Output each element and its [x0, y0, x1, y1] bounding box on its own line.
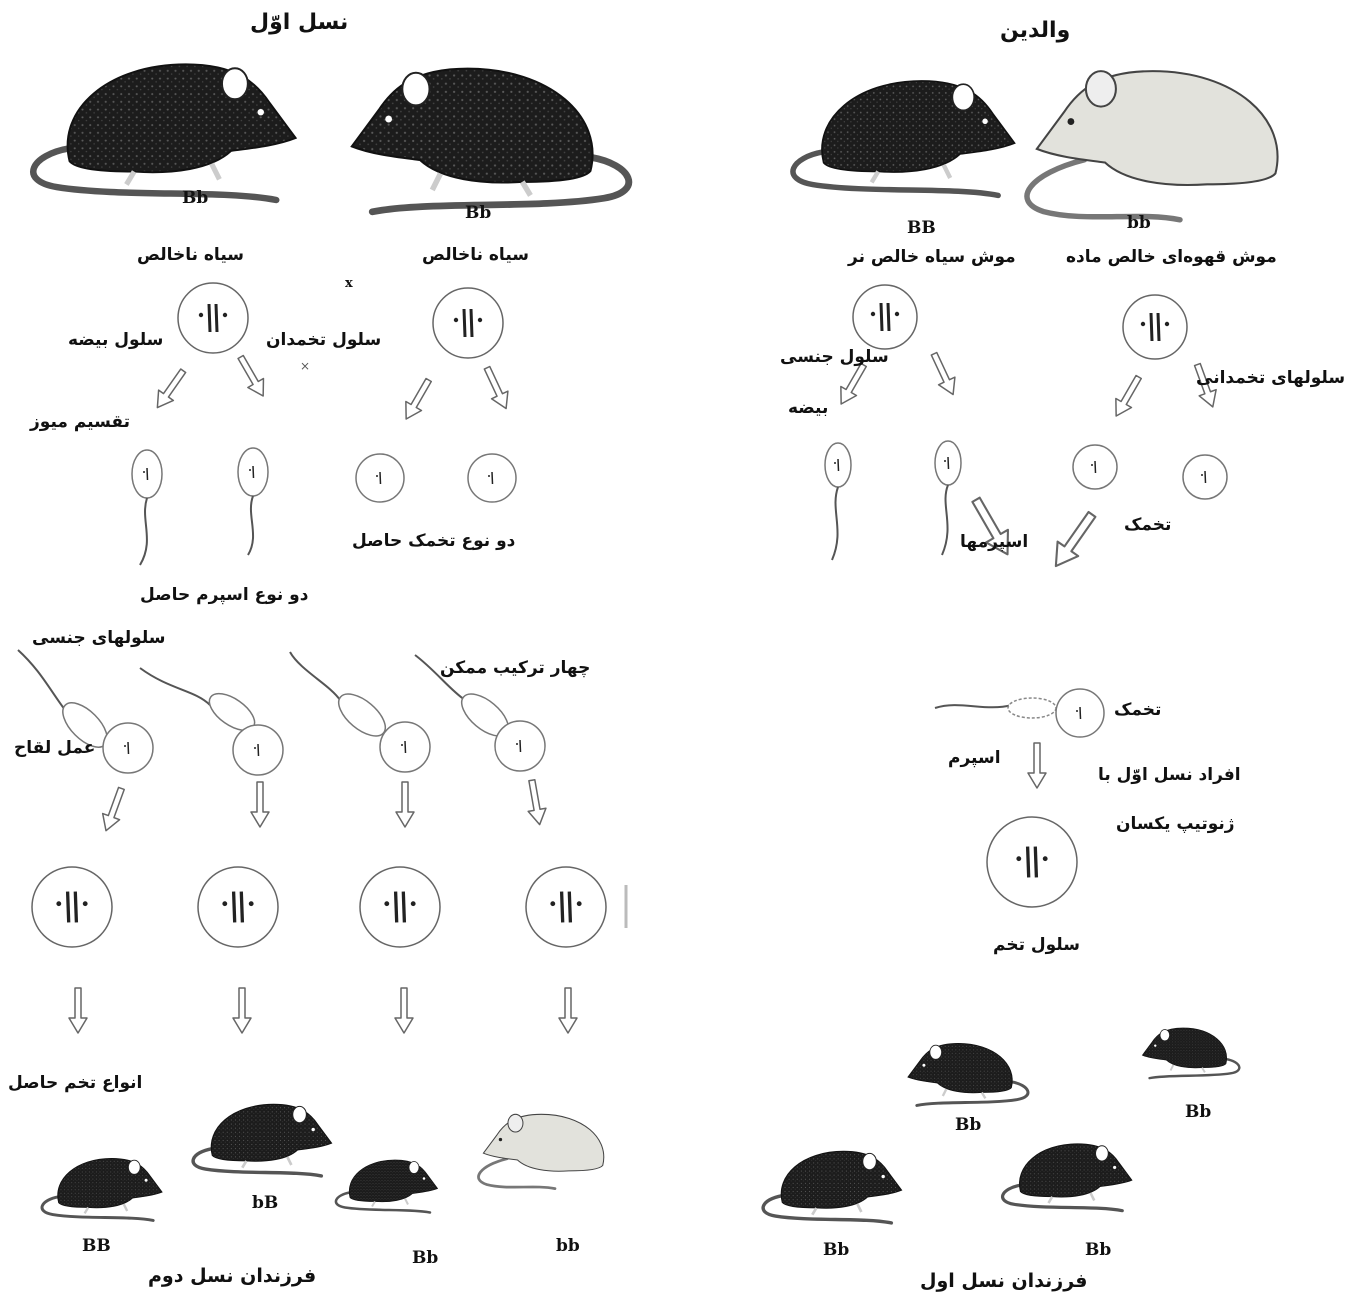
arrow-icon: [559, 988, 577, 1033]
zygote-cell: [198, 867, 278, 947]
sperm-tail: [832, 487, 838, 560]
f1-offspring-mouse: [1003, 1144, 1132, 1211]
egg-cell-label: سلول بیضه: [68, 330, 163, 350]
ovary-cell: [433, 288, 503, 358]
brown-female-label: موش قهوه‌ای خالص ماده: [1066, 247, 1277, 267]
sperm-tail: [18, 650, 65, 710]
zygote-cell: [987, 817, 1077, 907]
sperm-label: اسپرم: [948, 748, 1001, 768]
arrow-icon: [398, 376, 436, 424]
sperms-label: اسپرمها: [960, 532, 1028, 552]
f1-genotype-right: Bb: [465, 203, 491, 223]
egg-label: بیضه: [788, 398, 828, 418]
f1-genotype-3: Bb: [823, 1240, 849, 1260]
sperm-tail: [140, 498, 147, 565]
f1-offspring-mouse: [1142, 1028, 1239, 1078]
genotype-BB: BB: [907, 218, 936, 238]
zygote-label: سلول تخم: [993, 935, 1080, 955]
arrow-icon: [233, 353, 271, 401]
zygote-cell: [526, 867, 606, 947]
testis-cell: [178, 283, 248, 353]
f2-genotype-bb: bb: [556, 1236, 580, 1256]
fertilization-label: عمل لقاح: [14, 738, 95, 758]
black-male-label: موش سیاه خالص نر: [848, 247, 1016, 267]
brown-female-mouse: [1027, 71, 1278, 220]
f2-genotype-BB: BB: [82, 1236, 111, 1256]
arrow-icon: [523, 779, 549, 826]
arrow-icon: [150, 366, 191, 413]
f2-panel: [18, 650, 626, 1220]
arrow-icon: [395, 988, 413, 1033]
f1-panel: ×: [33, 64, 629, 565]
f2-mouse-bB: [193, 1104, 331, 1176]
arrow-icon: [98, 785, 130, 833]
parents-panel: [763, 71, 1277, 1223]
f1-note-line1: افراد نسل اوّل با: [1098, 765, 1241, 785]
sex-cells-label: سلولهای جنسی: [32, 628, 166, 648]
four-combos-label: چهار ترکیب ممکن: [440, 658, 590, 678]
f2-genotype-Bb: Bb: [412, 1248, 438, 1268]
sperm-head: [1008, 698, 1056, 718]
sperm-tail: [140, 668, 210, 705]
sperm-tail: [942, 485, 948, 555]
arrow-icon: [69, 988, 87, 1033]
arrow-icon: [1028, 743, 1046, 788]
ovum-label: تخمک: [1124, 515, 1171, 535]
impure-black-right: سیاه ناخالص: [422, 245, 529, 265]
f1-genotype-2: Bb: [1185, 1102, 1211, 1122]
arrow-icon: [1046, 507, 1103, 573]
zygote-cell: [360, 867, 440, 947]
ovum-label-2: تخمک: [1114, 700, 1161, 720]
f2-mouse-BB: [42, 1158, 162, 1220]
f1-genotype-1: Bb: [955, 1115, 981, 1135]
arrow-icon: [833, 361, 871, 409]
zygote-cell: [32, 867, 112, 947]
arrow-icon: [396, 782, 414, 827]
male-sex-cell: [853, 285, 917, 349]
arrow-icon: [233, 988, 251, 1033]
f1-title: نسل اوّل: [250, 10, 348, 35]
sperm-tail: [935, 705, 1012, 708]
f2-mouse-Bb: [336, 1160, 438, 1213]
ovary-cell-label: سلول تخمدان: [266, 330, 381, 350]
f1-genotype-4: Bb: [1085, 1240, 1111, 1260]
impure-black-left: سیاه ناخالص: [137, 245, 244, 265]
f2-genotype-bB: bB: [252, 1193, 278, 1213]
zygote-types-label: انواع تخم حاصل: [8, 1073, 142, 1093]
f1-mouse-right: [352, 69, 629, 212]
two-ova-label: دو نوع تخمک حاصل: [352, 531, 515, 551]
arrow-icon: [926, 350, 961, 398]
ovary-cells-label: سلولهای تخمدانی: [1196, 368, 1345, 388]
sex-cell-label: سلول جنسی: [780, 347, 889, 367]
f1-genotype-left: Bb: [182, 188, 208, 208]
meiosis-label: تقسیم میوز: [30, 412, 130, 432]
arrow-icon: [1108, 373, 1146, 421]
female-ovary-cell: [1123, 295, 1187, 359]
cross-mark-small: ×: [300, 359, 310, 373]
two-sperms-label: دو نوع اسپرم حاصل: [140, 585, 308, 605]
f2-offspring-title: فرزندان نسل دوم: [148, 1265, 316, 1287]
f1-offspring-title: فرزندان نسل اول: [920, 1270, 1088, 1292]
black-male-mouse: [793, 81, 1015, 196]
f1-offspring-mouse: [763, 1151, 901, 1223]
arrow-icon: [479, 364, 514, 412]
cross-mark: x: [345, 276, 353, 291]
f1-mouse-left: [33, 64, 295, 200]
arrow-icon: [251, 782, 269, 827]
f2-mouse-bb: [478, 1114, 603, 1188]
f1-note-line2: ژنوتیپ یکسان: [1116, 814, 1235, 834]
parents-title: والدین: [1000, 18, 1070, 43]
f1-offspring-mouse: [908, 1043, 1028, 1105]
sperm-tail: [290, 652, 340, 700]
genotype-bb: bb: [1127, 213, 1151, 233]
sperm-tail: [248, 496, 253, 555]
